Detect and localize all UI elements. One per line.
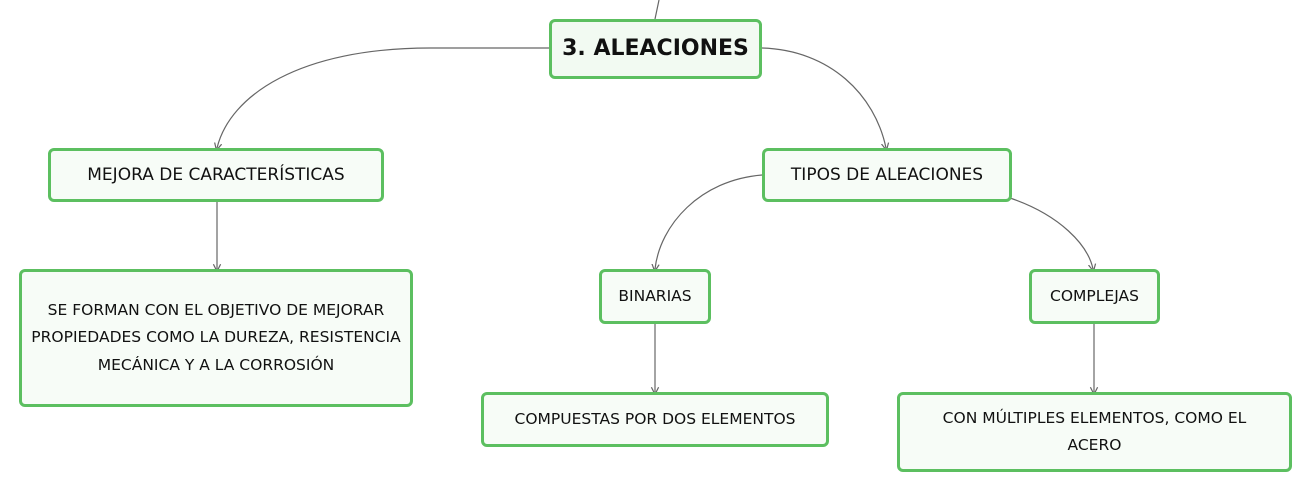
node-complejas-detalle[interactable]: CON MÚLTIPLES ELEMENTOS, COMO EL ACERO: [897, 392, 1292, 472]
node-binarias-detalle-label: COMPUESTAS POR DOS ELEMENTOS: [514, 410, 796, 429]
node-mejora-caracteristicas[interactable]: MEJORA DE CARACTERÍSTICAS: [48, 148, 384, 202]
connector-tipos-binarias: [655, 174, 763, 269]
node-tipos-aleaciones-label: TIPOS DE ALEACIONES: [790, 164, 984, 185]
node-complejas[interactable]: COMPLEJAS: [1029, 269, 1160, 324]
node-aleaciones[interactable]: 3. ALEACIONES: [549, 19, 762, 79]
node-complejas-label: COMPLEJAS: [1050, 287, 1139, 306]
node-binarias[interactable]: BINARIAS: [599, 269, 711, 324]
connector-root-tipos: [761, 47, 886, 148]
node-mejora-detalle-label: SE FORMAN CON EL OBJETIVO DE MEJORAR PRO…: [31, 301, 401, 374]
connector-tipos-complejas: [1009, 197, 1093, 269]
node-complejas-detalle-label: CON MÚLTIPLES ELEMENTOS, COMO EL ACERO: [942, 408, 1247, 454]
node-mejora-caracteristicas-label: MEJORA DE CARACTERÍSTICAS: [87, 164, 345, 185]
node-tipos-aleaciones[interactable]: TIPOS DE ALEACIONES: [762, 148, 1012, 202]
node-aleaciones-label: 3. ALEACIONES: [562, 36, 749, 62]
node-mejora-detalle[interactable]: SE FORMAN CON EL OBJETIVO DE MEJORAR PRO…: [19, 269, 413, 407]
connector-incoming: [654, 0, 660, 20]
connector-root-mejora: [217, 47, 549, 148]
node-binarias-detalle[interactable]: COMPUESTAS POR DOS ELEMENTOS: [481, 392, 829, 447]
node-binarias-label: BINARIAS: [618, 287, 692, 306]
